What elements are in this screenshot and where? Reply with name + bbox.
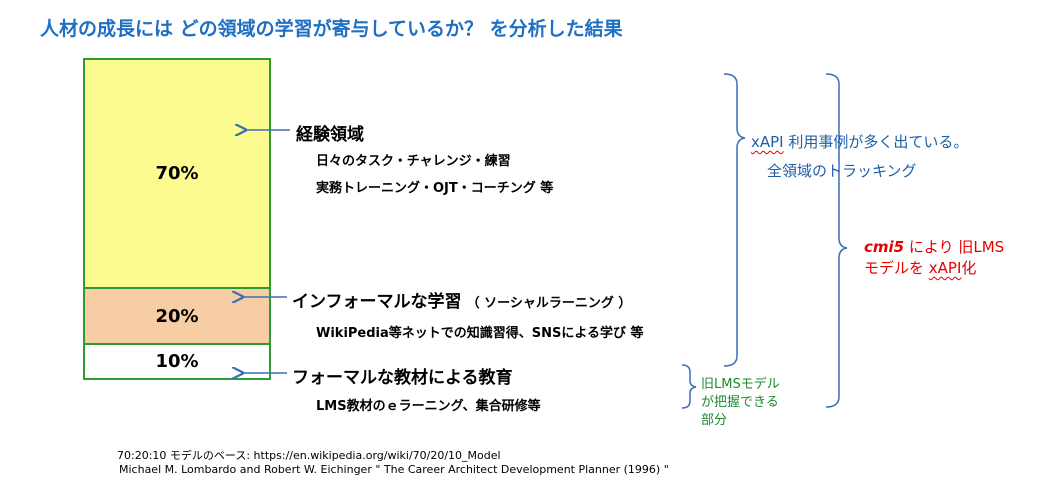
informal-line-1: WikiPedia等ネットでの知識習得、SNSによる学び 等	[316, 326, 644, 341]
informal-percent: 20%	[155, 305, 199, 327]
cmi5-note-line-2-suffix: 化	[961, 259, 977, 277]
lms-note: 旧LMSモデル が把握できる 部分	[701, 376, 780, 430]
formal-heading: フォーマルな教材による教育	[292, 368, 513, 388]
cmi5-note-cmi5: cmi5	[864, 238, 905, 256]
cmi5-note-line-2: モデルを xAPI化	[864, 257, 976, 278]
xapi-note-line-1-rest: 利用事例が多く出ている。	[783, 133, 969, 151]
informal-heading-paren: （ ソーシャルラーニング ）	[466, 296, 632, 311]
formal-percent: 10%	[155, 351, 199, 372]
xapi-note-line-2: 全領域のトラッキング	[767, 162, 917, 180]
informal-heading-row: インフォーマルな学習 （ ソーシャルラーニング ）	[292, 287, 631, 312]
cmi5-note-line-1-rest: により 旧LMS	[904, 238, 1005, 256]
cmi5-note-line-1: cmi5 により 旧LMS	[864, 236, 1004, 257]
cmi5-note-xapi: xAPI	[928, 259, 962, 277]
informal-heading: インフォーマルな学習	[292, 292, 462, 312]
footer-line-2: Michael M. Lombardo and Robert W. Eichin…	[119, 463, 669, 476]
experience-line-1: 日々のタスク・チャレンジ・練習	[316, 154, 511, 169]
lms-note-line-1: 旧LMSモデル	[701, 377, 780, 392]
footer-line-1: 70:20:10 モデルのベース: https://en.wikipedia.o…	[117, 449, 501, 462]
xapi-note-line-1: xAPI 利用事例が多く出ている。	[751, 131, 968, 152]
lms-note-line-3: 部分	[701, 413, 728, 428]
formal-line-1: LMS教材のｅラーニング、集合研修等	[316, 399, 541, 414]
bracket-lms-icon	[681, 364, 697, 409]
experience-percent: 70%	[155, 163, 199, 184]
cmi5-note-line-2-prefix: モデルを	[864, 259, 929, 277]
bracket-cmi5-icon	[825, 73, 848, 408]
bracket-xapi-icon	[723, 73, 746, 367]
experience-heading: 経験領域	[296, 125, 364, 145]
experience-box-70: 70%	[83, 58, 271, 289]
lms-note-line-2: が把握できる	[701, 395, 779, 410]
experience-line-2: 実務トレーニング・OJT・コーチング 等	[316, 181, 554, 196]
xapi-note-xapi: xAPI	[751, 133, 784, 151]
page-title: 人材の成長には どの領域の学習が寄与しているか？ を分析した結果	[40, 18, 623, 40]
